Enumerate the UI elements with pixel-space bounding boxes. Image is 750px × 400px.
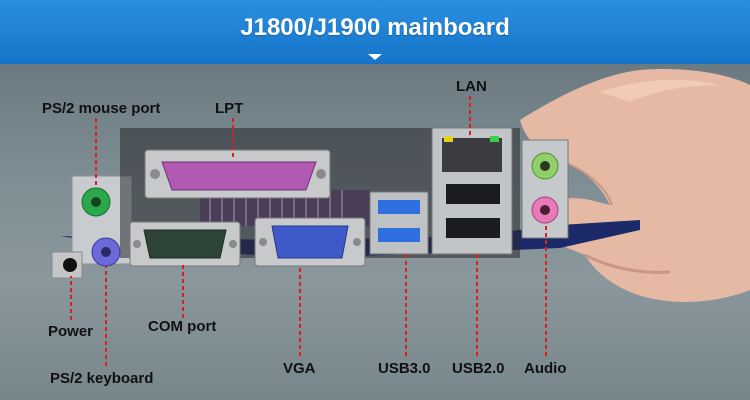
vga-port	[254, 217, 366, 267]
usb3-ports	[369, 191, 429, 255]
label-lpt: LPT	[215, 100, 244, 117]
lpt-port	[144, 149, 331, 199]
power-jack	[51, 251, 83, 279]
label-ps2-keyboard: PS/2 keyboard	[50, 370, 154, 387]
label-usb3: USB3.0	[378, 360, 431, 377]
com-port	[129, 221, 241, 267]
label-ps2-mouse-port: PS/2 mouse port	[42, 100, 161, 117]
mainboard-photo	[51, 69, 750, 366]
lan-usb2-stack	[431, 127, 513, 255]
label-audio: Audio	[524, 360, 567, 377]
ps2-ports	[81, 187, 121, 267]
title-banner: J1800/J1900 mainboard	[0, 0, 750, 64]
banner-pointer-icon	[368, 54, 382, 60]
leader-lines	[70, 96, 547, 366]
audio-jacks	[521, 139, 569, 239]
label-com-port: COM port	[148, 318, 217, 335]
label-usb2: USB2.0	[452, 360, 505, 377]
banner-title: J1800/J1900 mainboard	[240, 14, 510, 41]
label-lan: LAN	[456, 78, 487, 95]
label-power: Power	[48, 323, 94, 340]
label-vga: VGA	[283, 360, 316, 377]
